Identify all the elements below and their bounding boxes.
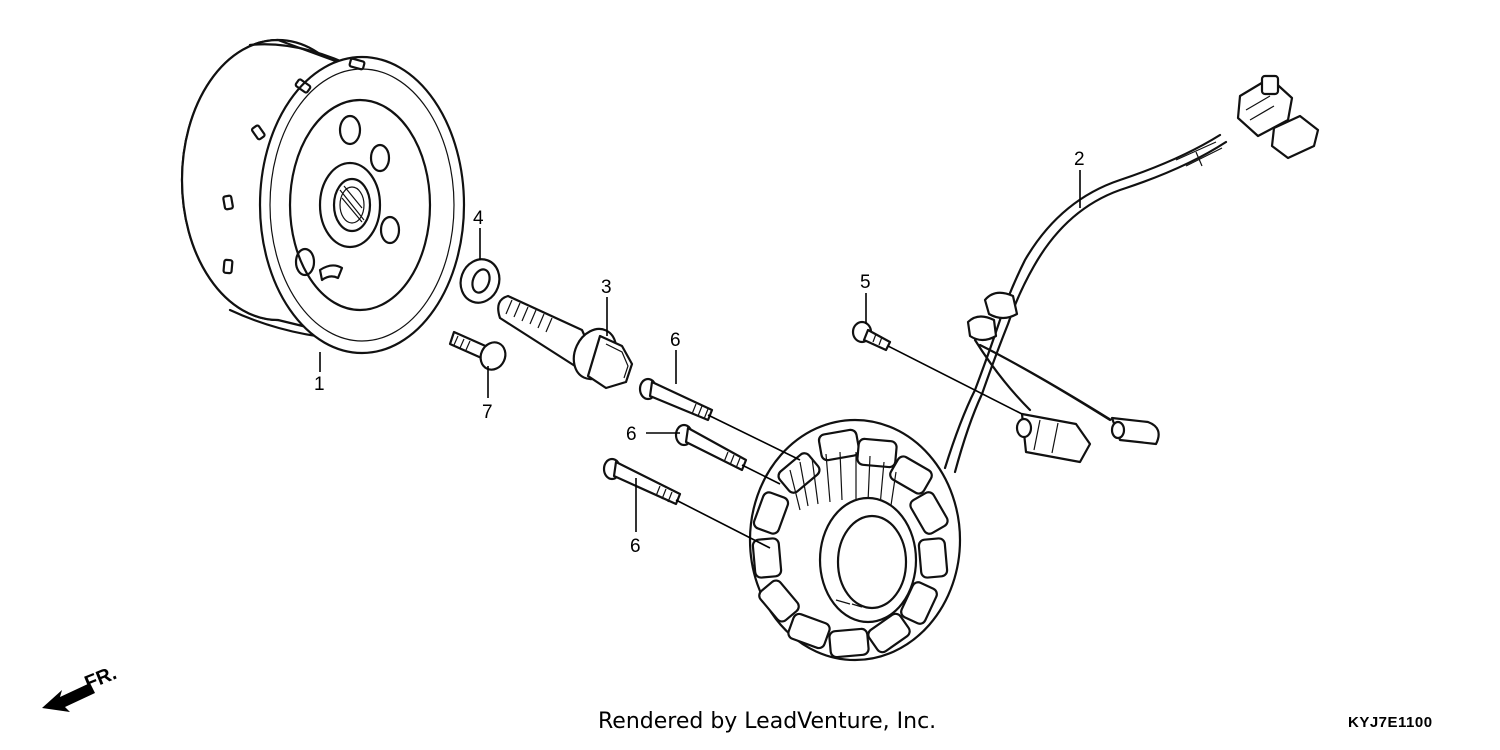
callout-6-middle: 6: [626, 424, 637, 445]
callout-2: 2: [1074, 149, 1085, 170]
bolt-6-top[interactable]: [638, 377, 714, 422]
callout-6-top: 6: [670, 330, 681, 351]
bolt-6-middle[interactable]: [674, 423, 748, 472]
bolt-7[interactable]: [448, 330, 510, 374]
washer[interactable]: [455, 254, 506, 308]
diagram-code: KYJ7E1100: [1348, 714, 1433, 731]
flywheel-rotor[interactable]: [180, 38, 466, 355]
callout-6-bottom: 6: [630, 536, 641, 557]
screw-5[interactable]: [851, 320, 892, 352]
render-credit: Rendered by LeadVenture, Inc.: [598, 709, 937, 734]
flange-bolt-3[interactable]: [497, 294, 634, 390]
callout-1: 1: [314, 374, 325, 395]
bolt-6-bottom[interactable]: [602, 457, 682, 506]
callout-7: 7: [482, 402, 493, 423]
stator-assembly[interactable]: [748, 418, 962, 662]
callout-3: 3: [601, 277, 612, 298]
leader-lines: [319, 170, 1081, 549]
front-direction-marker: FR.: [42, 662, 120, 712]
front-arrow-icon: [42, 683, 95, 712]
front-label: FR.: [82, 662, 120, 694]
callout-4: 4: [473, 208, 484, 229]
callout-5: 5: [860, 272, 871, 293]
wire-harness[interactable]: [943, 74, 1320, 474]
